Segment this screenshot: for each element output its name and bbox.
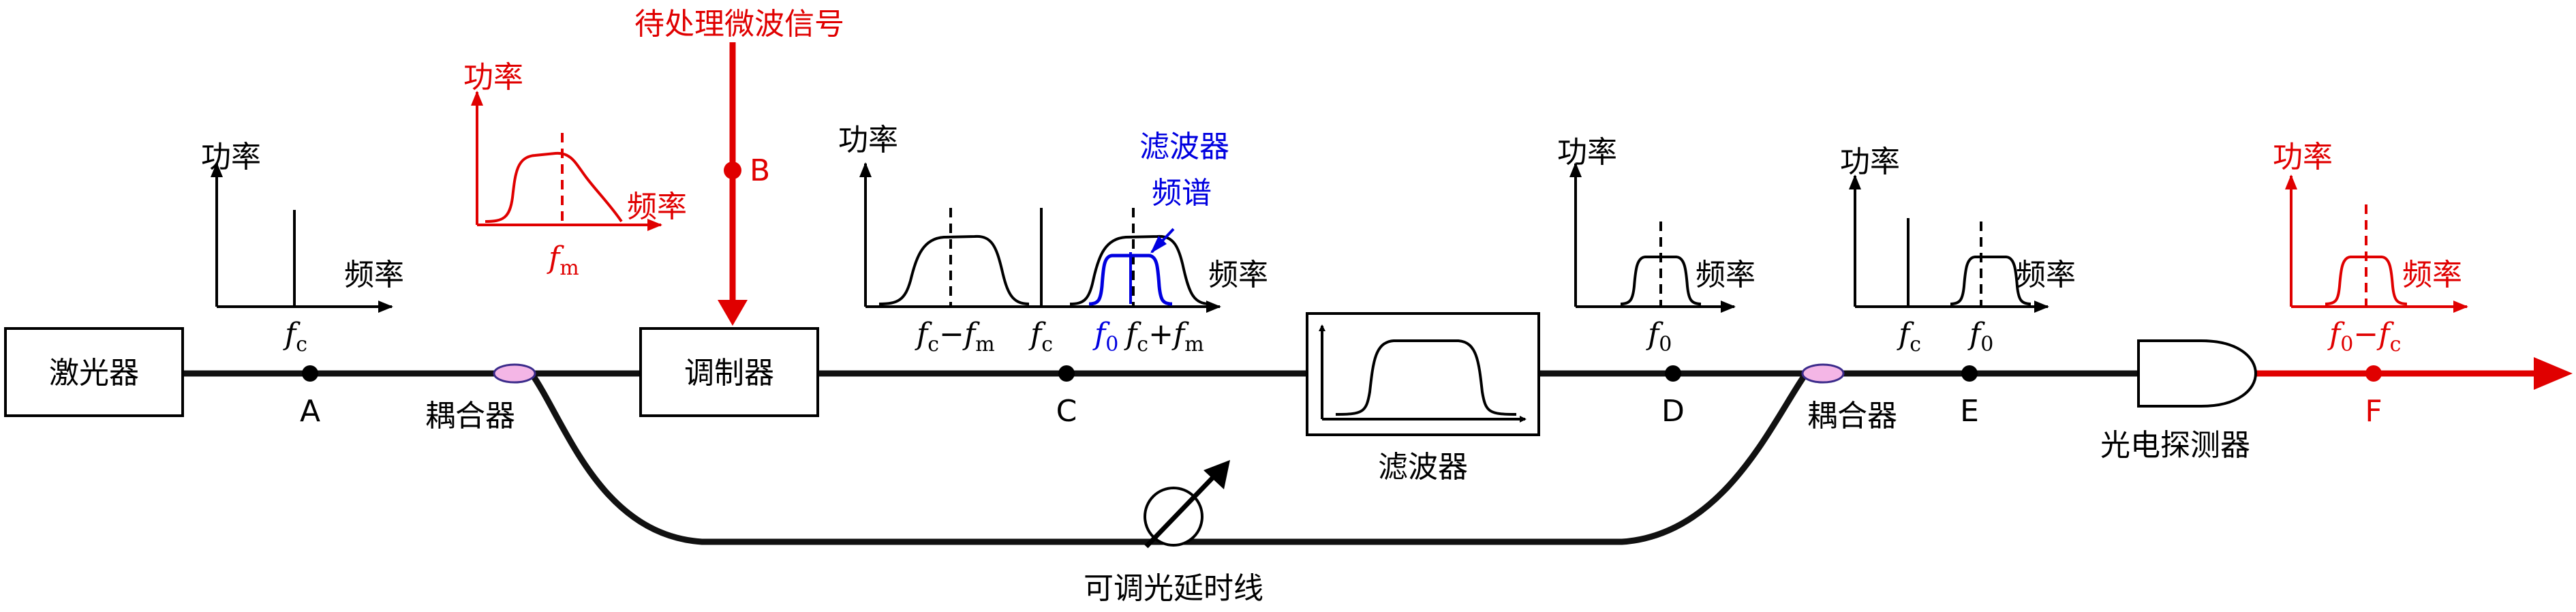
point-b-label: B [750,153,770,188]
svg-text:f0−fc: f0−fc [2327,317,2401,356]
spectrum-a-freq: 频率 [344,258,404,292]
point-b-dot [724,162,741,179]
spectrum-f-power: 功率 [2273,140,2333,174]
spectrum-b-freq: 频率 [627,189,687,224]
spectrum-c-freq: 频率 [1208,258,1268,292]
svg-text:fc+fm: fc+fm [1124,317,1204,356]
delay-line-adjust-arrowhead [1203,460,1230,489]
point-d-dot [1665,365,1681,382]
spectrum-f-freq: 频率 [2402,258,2462,292]
coupler-1 [493,363,536,384]
filter-spectrum-label-2: 频谱 [1152,176,1212,211]
svg-text:fc: fc [1897,317,1921,356]
input-signal-arrowhead [718,300,748,326]
modulator-label: 调制器 [684,356,774,391]
spectrum-d-power: 功率 [1557,135,1617,170]
coupler-2 [1801,363,1845,384]
spectrum-b-power: 功率 [463,60,523,95]
photodetector-label: 光电探测器 [2100,428,2250,463]
filter-spectrum-label-1: 滤波器 [1139,129,1229,164]
coupler-2-label: 耦合器 [1807,399,1897,433]
svg-text:fc: fc [1028,317,1053,356]
spectrum-c: 功率 频率 滤波器 频谱 fc−fm fc f0 fc+fm [838,123,1268,356]
spectrum-d: 功率 频率 f0 [1557,135,1755,356]
svg-text:fm: fm [547,241,579,280]
spectrum-d-freq: 频率 [1696,258,1755,292]
filter-box [1306,312,1540,436]
spectrum-c-power: 功率 [838,123,898,157]
photodetector-shape [2137,339,2258,408]
svg-text:f0: f0 [1092,317,1118,356]
spectrum-e: 功率 频率 fc f0 [1840,144,2076,356]
spectrum-e-power: 功率 [1840,144,1900,179]
spectrum-b: 功率 频率 fm [463,60,687,280]
point-d-label: D [1661,394,1685,429]
point-f-dot [2365,365,2382,382]
modulator-box: 调制器 [639,327,819,417]
spectrum-e-freq: 频率 [2016,258,2076,292]
output-arrowhead [2534,357,2573,390]
diagram-title: 待处理微波信号 [634,7,844,42]
delay-line-label: 可调光延时线 [1084,571,1263,606]
point-c-label: C [1056,394,1077,429]
laser-box: 激光器 [4,327,184,417]
svg-text:f0: f0 [1646,317,1672,356]
point-e-dot [1961,365,1978,382]
svg-text:fc: fc [283,317,307,356]
delay-line-adjust-arrow [1144,468,1222,549]
point-f-label: F [2365,394,2382,429]
point-c-dot [1058,365,1075,382]
point-a-label: A [300,394,320,429]
spectrum-a-power: 功率 [201,140,261,174]
filter-label: 滤波器 [1378,450,1468,485]
svg-text:fc−fm: fc−fm [915,317,995,356]
coupler-1-label: 耦合器 [425,399,515,433]
svg-text:f0: f0 [1967,317,1993,356]
spectrum-a: 功率 频率 fc [201,140,404,356]
point-a-dot [302,365,318,382]
spectrum-f: 功率 频率 f0−fc [2273,140,2468,356]
point-e-label: E [1960,394,1979,429]
laser-label: 激光器 [49,356,139,391]
